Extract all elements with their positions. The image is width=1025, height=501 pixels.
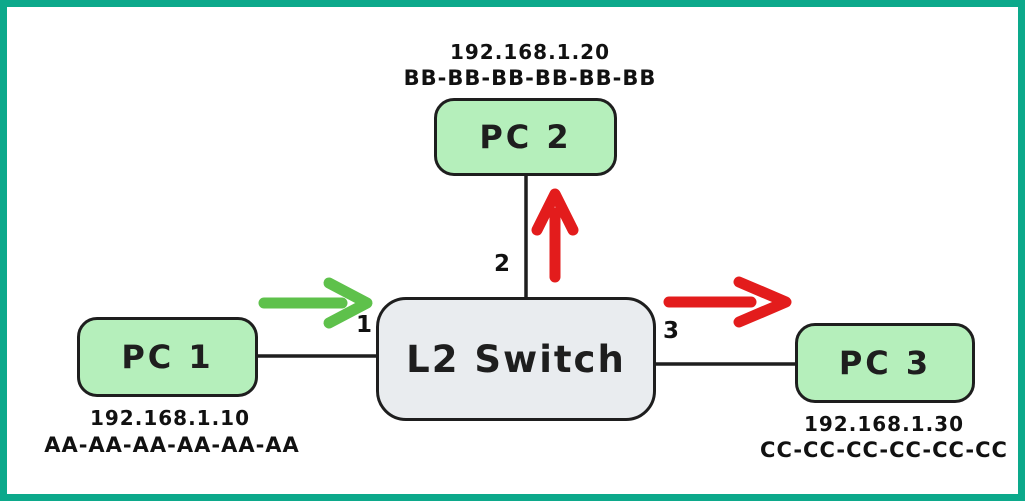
red-frame-arrow-switch-to-pc2-icon: [531, 188, 579, 283]
node-pc3: PC 3: [795, 323, 975, 403]
pc2-ip-label: 192.168.1.20: [449, 40, 611, 64]
node-pc1: PC 1: [77, 317, 258, 397]
pc2-mac-label: BB-BB-BB-BB-BB-BB: [403, 66, 657, 90]
switch-port-2-label: 2: [494, 251, 511, 277]
green-frame-arrow-pc1-to-switch-icon: [258, 277, 373, 329]
pc1-mac-label: AA-AA-AA-AA-AA-AA: [44, 433, 300, 457]
red-frame-arrow-switch-to-pc3-icon: [663, 276, 792, 328]
pc3-ip-label: 192.168.1.30: [803, 412, 965, 436]
node-l2-switch: L2 Switch: [376, 297, 656, 421]
pc2-label: PC 2: [479, 118, 572, 156]
switch-port-3-label: 3: [663, 318, 680, 344]
pc1-label: PC 1: [121, 338, 214, 376]
pc3-label: PC 3: [838, 344, 932, 382]
l2-switch-label: L2 Switch: [406, 337, 626, 381]
switch-port-1-label: 1: [356, 312, 373, 338]
pc1-ip-label: 192.168.1.10: [89, 406, 251, 430]
pc3-mac-label: CC-CC-CC-CC-CC-CC: [760, 438, 1008, 462]
node-pc2: PC 2: [434, 98, 617, 176]
